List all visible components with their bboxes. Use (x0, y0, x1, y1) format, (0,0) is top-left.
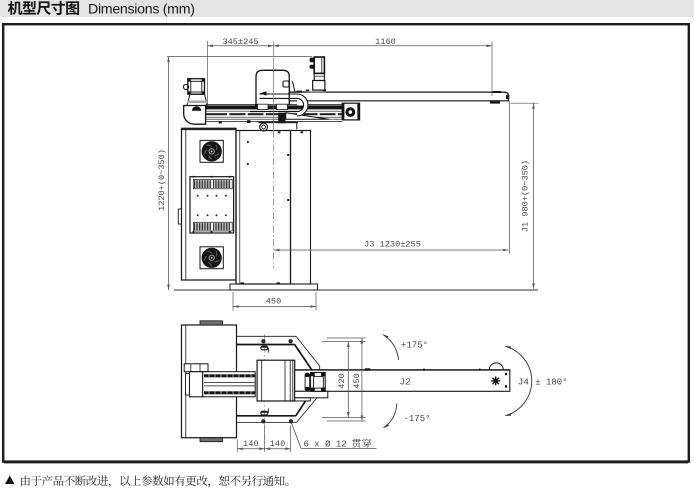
svg-text:J1 980+(0~350): J1 980+(0~350) (521, 160, 531, 232)
svg-text:+175°: +175° (401, 341, 428, 351)
svg-text:6 x Ø 12: 6 x Ø 12 (304, 440, 347, 450)
svg-text:450: 450 (266, 296, 281, 306)
svg-text:J2: J2 (399, 376, 411, 387)
svg-text:J3 1230±255: J3 1230±255 (364, 239, 421, 249)
svg-text:1160: 1160 (375, 37, 396, 47)
svg-text:140: 140 (270, 439, 285, 449)
svg-text:1220+(0~350): 1220+(0~350) (157, 149, 167, 211)
svg-text:-175°: -175° (404, 414, 431, 424)
svg-text:345±245: 345±245 (222, 37, 258, 47)
svg-text:420: 420 (337, 373, 347, 388)
svg-text:140: 140 (243, 439, 258, 449)
svg-text:Dimensions (mm): Dimensions (mm) (88, 1, 195, 17)
svg-text:J4: J4 (518, 376, 530, 387)
svg-text:450: 450 (352, 373, 362, 388)
svg-text:± 180°: ± 180° (535, 377, 567, 387)
